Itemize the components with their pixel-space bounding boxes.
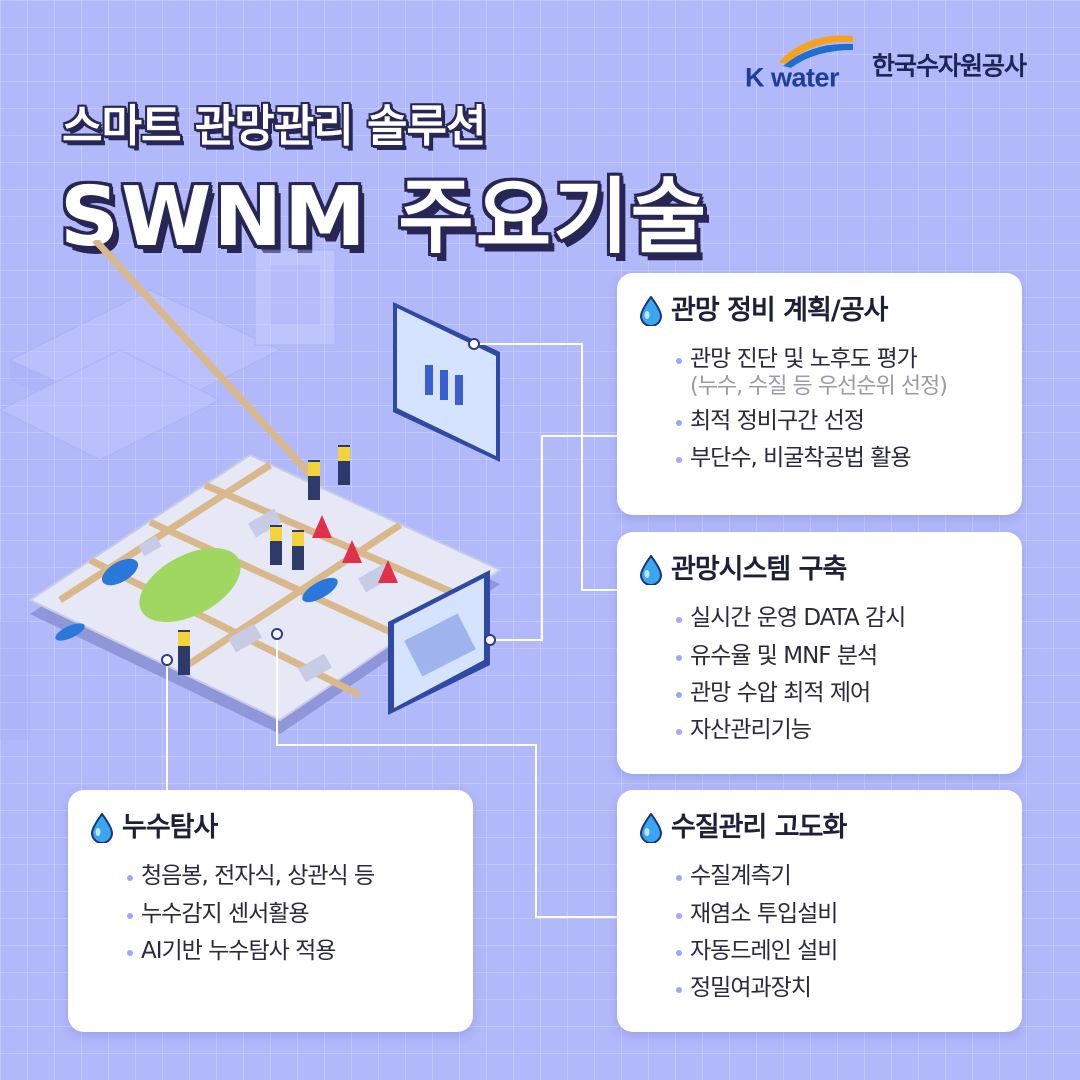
list-item: AI기반 누수탐사 적용 — [127, 933, 451, 970]
card-title-text: 수질관리 고도화 — [671, 812, 847, 843]
card-item-list: 관망 진단 및 노후도 평가 (누수, 수질 등 우선순위 선정) 최적 정비구… — [639, 341, 1000, 477]
card-title-text: 관망시스템 구축 — [671, 554, 847, 585]
card-item-list: 실시간 운영 DATA 감시 유수율 및 MNF 분석 관망 수압 최적 제어 … — [639, 600, 1000, 749]
page-title: SWNM 주요기술 — [60, 170, 709, 265]
card-title: 관망시스템 구축 — [639, 554, 1000, 586]
water-drop-icon — [639, 296, 663, 327]
list-item: 수질계측기 — [676, 858, 1000, 895]
list-item: 유수율 및 MNF 분석 — [676, 638, 1000, 675]
list-item: 누수감지 센서활용 — [127, 896, 451, 933]
list-item: 정밀여과장치 — [676, 970, 1000, 1007]
card-leak-detection: 누수탐사 청음봉, 전자식, 상관식 등 누수감지 센서활용 AI기반 누수탐사… — [68, 790, 473, 1032]
lake — [101, 558, 139, 586]
card-network-maintenance: 관망 정비 계획/공사 관망 진단 및 노후도 평가 (누수, 수질 등 우선순… — [617, 273, 1022, 515]
card-title: 관망 정비 계획/공사 — [639, 295, 1000, 327]
water-drop-icon — [639, 813, 663, 844]
water-drop-icon — [639, 555, 663, 586]
monitor-panel-top — [393, 302, 500, 462]
list-item: 실시간 운영 DATA 감시 — [676, 600, 1000, 637]
card-item-list: 수질계측기 재염소 투입설비 자동드레인 설비 정밀여과장치 — [639, 858, 1000, 1007]
card-title-text: 관망 정비 계획/공사 — [671, 295, 888, 326]
list-item: 최적 정비구간 선정 — [676, 403, 1000, 440]
org-name: 한국수자원공사 — [872, 51, 1027, 81]
list-item: 자동드레인 설비 — [676, 933, 1000, 970]
list-item: 부단수, 비굴착공법 활용 — [676, 440, 1000, 477]
card-title: 수질관리 고도화 — [639, 812, 1000, 844]
list-item: 자산관리기능 — [676, 712, 1000, 749]
park-area — [139, 548, 241, 622]
card-title: 누수탐사 — [90, 812, 451, 844]
card-network-system: 관망시스템 구축 실시간 운영 DATA 감시 유수율 및 MNF 분석 관망 … — [617, 532, 1022, 774]
card-item-list: 청음봉, 전자식, 상관식 등 누수감지 센서활용 AI기반 누수탐사 적용 — [90, 858, 451, 970]
lake — [55, 623, 85, 641]
list-item: 재염소 투입설비 — [676, 896, 1000, 933]
list-item: 청음봉, 전자식, 상관식 등 — [127, 858, 451, 895]
office-background-graphic — [0, 249, 336, 740]
list-item: 관망 진단 및 노후도 평가 (누수, 수질 등 우선순위 선정) — [676, 341, 1000, 398]
page-subtitle: 스마트 관망관리 솔루션 — [62, 101, 486, 152]
lake — [302, 577, 338, 603]
logo-text: K water — [745, 62, 840, 93]
city-map-illustration — [0, 240, 503, 740]
water-drop-icon — [90, 813, 114, 844]
kwater-logo-arc-icon — [779, 35, 853, 68]
traffic-cones — [312, 515, 398, 583]
list-item-text: 관망 진단 및 노후도 평가 — [690, 346, 918, 373]
list-item-note: (누수, 수질 등 우선순위 선정) — [690, 373, 948, 399]
kwater-logo: K water 한국수자원공사 — [745, 28, 1065, 91]
card-title-text: 누수탐사 — [122, 812, 218, 843]
card-water-quality: 수질관리 고도화 수질계측기 재염소 투입설비 자동드레인 설비 정밀여과장치 — [617, 790, 1022, 1032]
list-item: 관망 수압 최적 제어 — [676, 675, 1000, 712]
